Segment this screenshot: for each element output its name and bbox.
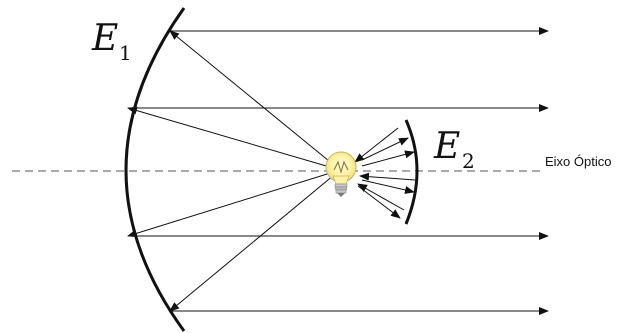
ray-to-e1-upper bbox=[127, 106, 341, 171]
optical-axis-label: Eixo Óptico bbox=[545, 154, 611, 169]
e2-ray-1 bbox=[354, 127, 399, 163]
mirror-e2-subscript: 2 bbox=[462, 149, 475, 173]
mirror-e1 bbox=[124, 7, 186, 332]
mirror-e1-label: E bbox=[91, 18, 118, 59]
secondary-rays bbox=[354, 127, 416, 219]
ray-to-e1-lower bbox=[127, 169, 341, 238]
ray-to-e1-top bbox=[169, 30, 341, 171]
e2-ray-5 bbox=[361, 179, 415, 194]
e2-ray-7 bbox=[357, 185, 401, 219]
mirror-e1-subscript: 1 bbox=[119, 41, 132, 65]
e2-ray-2 bbox=[361, 137, 409, 161]
e2-ray-3 bbox=[361, 150, 415, 167]
e2-ray-4 bbox=[359, 172, 416, 181]
reflected-rays bbox=[128, 27, 549, 315]
mirror-e2-label: E bbox=[433, 126, 460, 167]
light-bulb-icon bbox=[325, 151, 357, 197]
mirror-e2 bbox=[404, 119, 419, 225]
ray-to-e1-bottom bbox=[169, 169, 341, 312]
incident-rays bbox=[127, 30, 341, 312]
e2-ray-6 bbox=[357, 183, 405, 211]
